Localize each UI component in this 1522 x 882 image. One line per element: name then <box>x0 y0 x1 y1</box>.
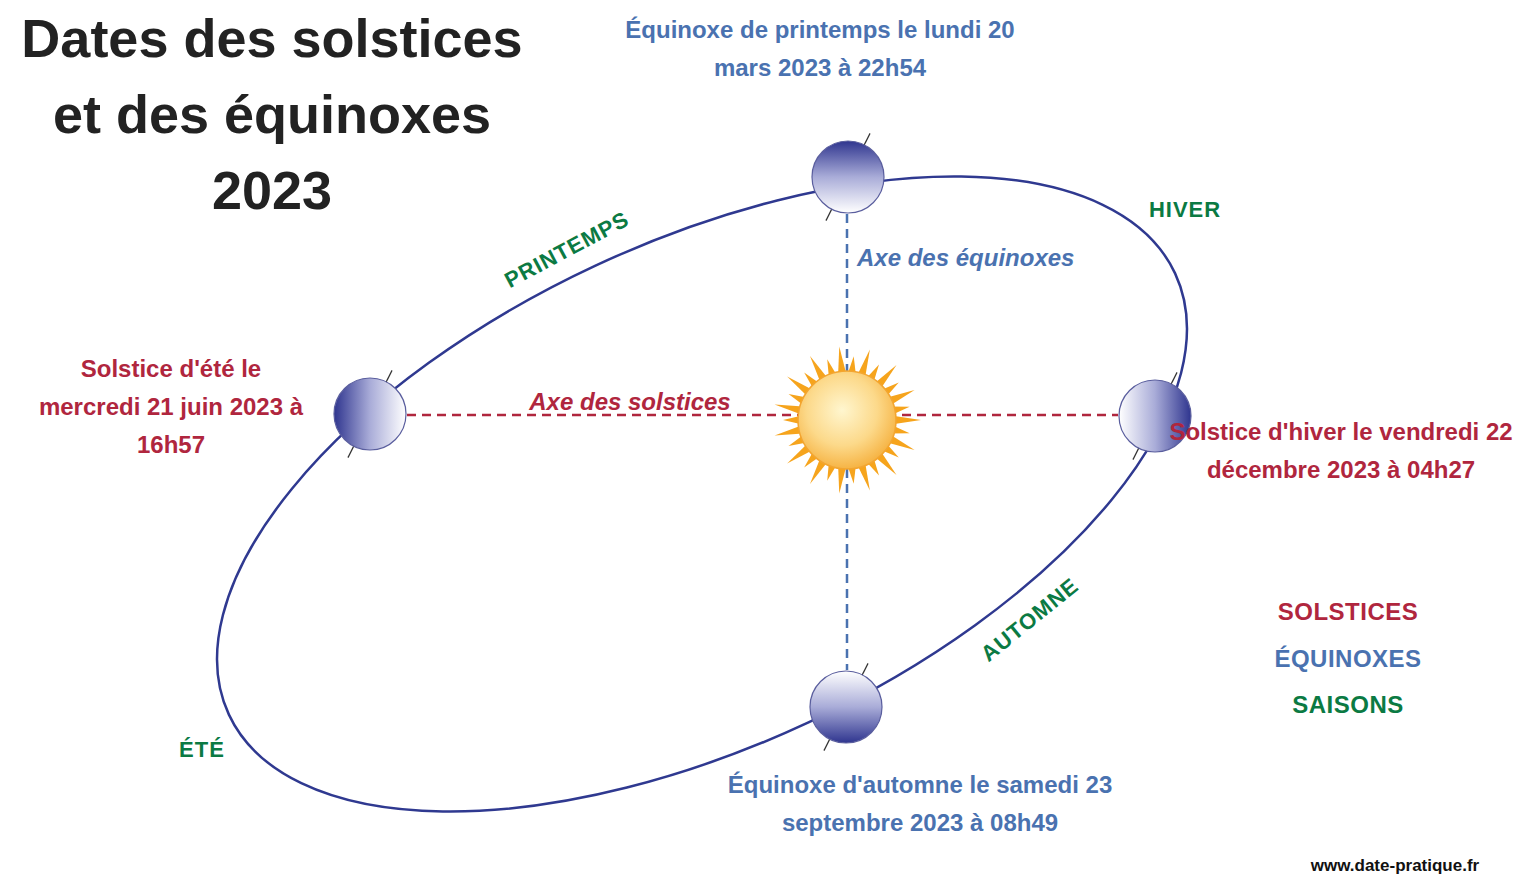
axis-connector <box>407 414 1118 417</box>
sun-ray <box>893 416 921 424</box>
date-label: Équinoxe de printemps le lundi 20 mars 2… <box>615 11 1025 87</box>
key-label: ÉQUINOXES <box>1274 645 1421 673</box>
planet-node: Solstice d'été le mercredi 21 juin 2023 … <box>333 377 407 451</box>
date-label: Équinoxe d'automne le samedi 23 septembr… <box>690 766 1150 842</box>
sun-rays <box>775 346 921 493</box>
axis-label: Axe des solstices <box>529 388 730 416</box>
season-label: PRINTEMPS <box>500 206 633 293</box>
planet-shape <box>811 140 885 214</box>
key-label: SOLSTICES <box>1278 598 1419 626</box>
planet-shape <box>809 670 883 744</box>
planet-circle <box>334 378 406 450</box>
season-label: HIVER <box>1149 197 1221 223</box>
season-label: AUTOMNE <box>976 573 1084 667</box>
season-label: ÉTÉ <box>179 737 225 763</box>
planet-shape <box>333 377 407 451</box>
key-label: SAISONS <box>1292 691 1404 719</box>
date-label: Solstice d'hiver le vendredi 22 décembre… <box>1165 413 1517 489</box>
title: Dates des solstices et des équinoxes 202… <box>2 0 542 228</box>
planet-circle <box>810 671 882 743</box>
planet-circle <box>812 141 884 213</box>
date-label: Solstice d'été le mercredi 21 juin 2023 … <box>29 350 314 464</box>
planet-node: Équinoxe de printemps le lundi 20 mars 2… <box>811 140 885 214</box>
planet-node: Solstice d'hiver le vendredi 22 décembre… <box>1118 379 1192 453</box>
watermark: www.date-pratique.fr <box>1311 856 1479 876</box>
sun-core <box>798 371 896 469</box>
axis-label: Axe des équinoxes <box>857 244 1074 272</box>
planet-node: Équinoxe d'automne le samedi 23 septembr… <box>809 670 883 744</box>
